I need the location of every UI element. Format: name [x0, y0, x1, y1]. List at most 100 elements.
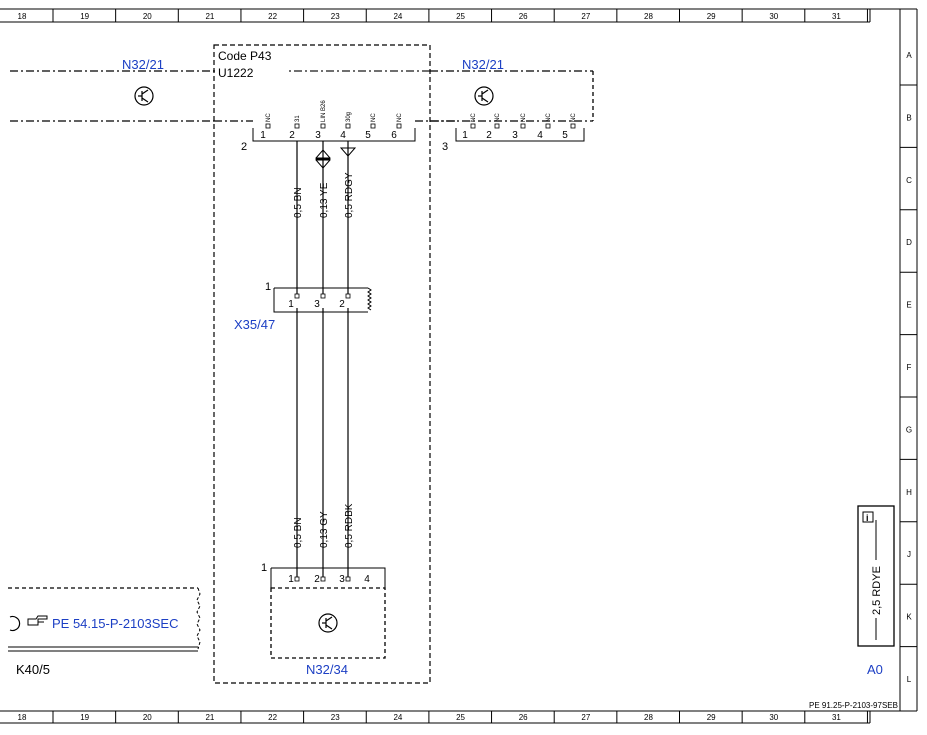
- connector-3-pin-label: NC: [546, 113, 552, 122]
- pin-terminal: [570, 123, 576, 129]
- n32-34-pin-number: 1: [288, 574, 294, 585]
- n32-34-pin-number: 4: [364, 574, 370, 585]
- connector-2-pin-label: 31: [295, 115, 301, 122]
- pin-terminal: [294, 576, 300, 582]
- n32-34-pin-number: 3: [339, 574, 345, 585]
- column-label: 18: [18, 713, 27, 722]
- pin-terminal: [294, 123, 300, 129]
- connector-2-pin-label: NC: [266, 113, 272, 122]
- a0-box: [857, 505, 895, 647]
- code-box-title: Code P43: [218, 49, 272, 63]
- row-label: G: [906, 425, 912, 434]
- row-label: C: [906, 176, 912, 185]
- x35-connector-number: 1: [265, 281, 271, 293]
- column-label: 22: [268, 713, 277, 722]
- n32-21-housing: [10, 70, 594, 122]
- x35-pin-number: 2: [339, 299, 345, 310]
- connector-2-number: 2: [241, 141, 247, 153]
- connector-3-pin-label: NC: [521, 113, 527, 122]
- connector-3-pin-number: 2: [486, 130, 492, 141]
- x35-47-connector: 1 1 3 2: [265, 281, 372, 313]
- connector-3-pin-number: 5: [562, 130, 568, 141]
- code-p43-box: [213, 44, 431, 684]
- pin-terminal: [294, 293, 300, 299]
- n32-21-right-label: N32/21: [462, 57, 504, 72]
- connector-2-pin-number: 5: [365, 130, 371, 141]
- transistor-icon: [134, 86, 154, 106]
- connector-2-pin-number: 2: [289, 130, 295, 141]
- column-label: 30: [769, 713, 778, 722]
- pin-terminal: [345, 293, 351, 299]
- row-label: A: [906, 51, 912, 60]
- column-label: 30: [769, 12, 778, 21]
- document-reference: PE 91.25-P-2103-97SEB: [809, 701, 898, 710]
- n32-34-pin-number: 2: [314, 574, 320, 585]
- connector-2-pin-label: NC: [397, 113, 403, 122]
- connector-2-pin-number: 4: [340, 130, 346, 141]
- a0-label: A0: [867, 662, 883, 677]
- row-label: L: [907, 675, 912, 684]
- row-label: H: [906, 488, 912, 497]
- transistor-icon: [474, 86, 494, 106]
- column-label: 21: [205, 12, 214, 21]
- wire-label-upper: 0,5 RDGY: [344, 172, 355, 218]
- wire-label-upper: 0,13 YE: [319, 182, 330, 218]
- column-label: 28: [644, 713, 653, 722]
- column-label: 20: [143, 713, 152, 722]
- pin-terminal: [494, 123, 500, 129]
- column-label: 21: [205, 713, 214, 722]
- connector-3-pin-label: NC: [471, 113, 477, 122]
- row-label: K: [906, 613, 912, 622]
- column-label: 24: [393, 713, 402, 722]
- connector-3-pin-number: 3: [512, 130, 518, 141]
- column-label: 31: [832, 12, 841, 21]
- column-label: 27: [581, 713, 590, 722]
- pin-terminal: [470, 123, 476, 129]
- row-label: D: [906, 238, 912, 247]
- connector-2-pin-number: 3: [315, 130, 321, 141]
- x35-pin-number: 3: [314, 299, 320, 310]
- wire-label-lower: 0,13 GY: [319, 511, 330, 548]
- pin-terminal: [345, 123, 351, 129]
- column-label: 25: [456, 12, 465, 21]
- column-label: 20: [143, 12, 152, 21]
- x35-pin-number: 1: [288, 299, 294, 310]
- pin-terminal: [520, 123, 526, 129]
- partial-circle-icon: [9, 615, 21, 632]
- a0-wire-label: 2,5 RDYE: [871, 566, 883, 615]
- code-box-subtitle: U1222: [218, 66, 254, 80]
- x35-47-label: X35/47: [234, 317, 275, 332]
- column-label: 29: [707, 12, 716, 21]
- k40-5-label: K40/5: [16, 662, 50, 677]
- wires: [296, 141, 349, 578]
- n32-21-left-label: N32/21: [122, 57, 164, 72]
- k40-5-box: [8, 587, 201, 652]
- column-label: 29: [707, 713, 716, 722]
- column-label: 18: [18, 12, 27, 21]
- column-label: 22: [268, 12, 277, 21]
- n32-34-label: N32/34: [306, 662, 348, 677]
- connector-3-pin-number: 1: [462, 130, 468, 141]
- connector-2-pin-number: 6: [391, 130, 397, 141]
- column-label: 25: [456, 713, 465, 722]
- pe54-reference-link[interactable]: PE 54.15-P-2103SEC: [52, 616, 178, 631]
- n32-34-connector-number: 1: [261, 562, 267, 574]
- pin-terminal: [320, 293, 326, 299]
- column-label: 31: [832, 713, 841, 722]
- row-label: J: [907, 550, 911, 559]
- transistor-icon: [318, 613, 338, 633]
- row-ticks: [900, 84, 917, 648]
- coupling-symbol: [314, 147, 357, 169]
- wire-label-lower: 0,5 BN: [293, 517, 304, 548]
- connector-2-pin-label: NC: [371, 113, 377, 122]
- connector-2-pin-number: 1: [260, 130, 266, 141]
- connector-3-pin-number: 4: [537, 130, 543, 141]
- connector-3-number: 3: [442, 141, 448, 153]
- pin-terminal: [345, 576, 351, 582]
- connector-2-pin-label: 30g: [346, 112, 352, 122]
